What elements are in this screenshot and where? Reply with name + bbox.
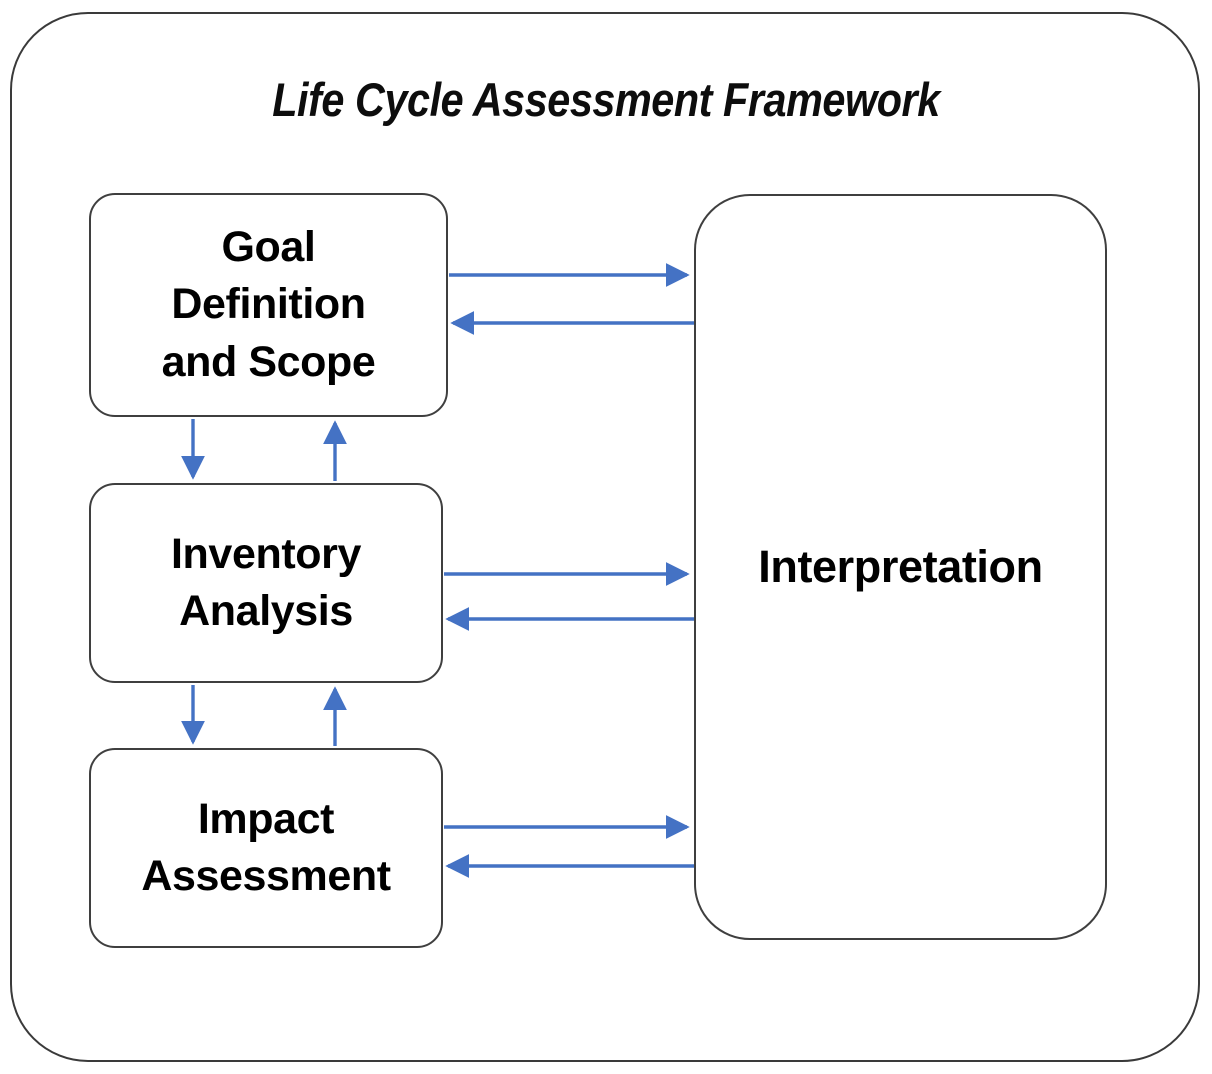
page-title: Life Cycle Assessment Framework [272, 73, 940, 126]
node-label: Goal Definition and Scope [161, 223, 376, 386]
node-label: Interpretation [758, 541, 1043, 593]
node-inventory-analysis[interactable]: Inventory Analysis [89, 483, 443, 683]
node-label: Impact Assessment [141, 794, 391, 900]
node-interpretation[interactable]: Interpretation [694, 194, 1107, 940]
node-label: Inventory Analysis [171, 529, 361, 635]
node-goal-definition-and-scope[interactable]: Goal Definition and Scope [89, 193, 448, 417]
node-impact-assessment[interactable]: Impact Assessment [89, 748, 443, 948]
